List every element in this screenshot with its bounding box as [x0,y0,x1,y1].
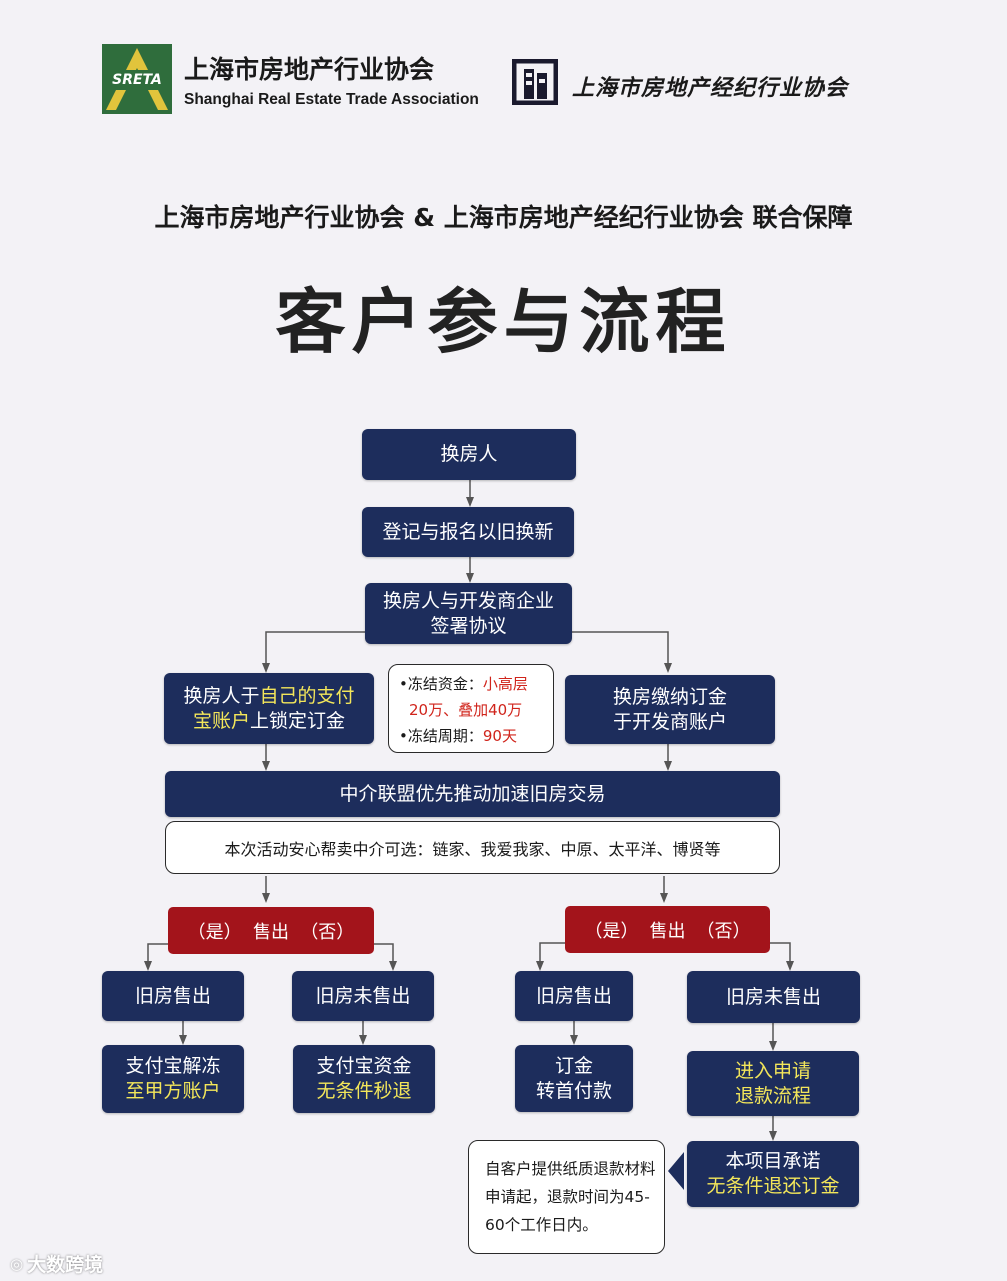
sreta-logo: SRETA [102,44,172,114]
node-sign-agreement-line1: 换房人与开发商企业 [382,589,554,612]
lock-deposit-text-d: 上锁定订金 [250,709,346,732]
node-alipay-refund-line2: 无条件秒退 [316,1080,412,1102]
refund-note-box: 自客户提供纸质退款材料申请起，退款时间为45-60个工作日内。 [468,1140,665,1254]
node-project-promise: 本项目承诺 无条件退还订金 [687,1141,859,1207]
node-apply-refund: 进入申请 退款流程 [687,1051,859,1116]
node-home-changer: 换房人 [362,429,576,480]
node-register: 登记与报名以旧换新 [362,507,574,557]
watermark-text: 大数跨境 [27,1254,104,1276]
org1-name-en: Shanghai Real Estate Trade Association [184,91,479,108]
node-alipay-unfreeze-line2: 至甲方账户 [125,1080,221,1102]
agent-options-text: 本次活动安心帮卖中介可选：链家、我爱我家、中原、太平洋、博贤等 [224,839,721,859]
node-deposit-line1: 订金 [554,1054,593,1077]
node-left-sold: 旧房售出 [102,971,244,1021]
lock-deposit-text-a: 换房人于 [183,684,260,707]
org2-name-cn: 上海市房地产经纪行业协会 [572,75,849,101]
node-pay-developer-line1: 换房缴纳订金 [612,685,727,708]
node-agent-alliance: 中介联盟优先推动加速旧房交易 [165,771,780,817]
node-pay-developer: 换房缴纳订金 于开发商账户 [565,675,775,744]
node-apply-refund-line1: 进入申请 [734,1059,811,1082]
node-left-unsold-label: 旧房未售出 [315,984,411,1007]
lock-deposit-text-b: 自己的支付 [259,684,355,707]
node-project-promise-line2: 无条件退还订金 [706,1175,840,1197]
freeze-amount-value-b: 20万、叠加40万 [409,701,523,719]
lock-deposit-text-c: 宝账户 [192,709,250,732]
freeze-amount-value-a: 小高层 [482,675,528,693]
node-agent-alliance-label: 中介联盟优先推动加速旧房交易 [339,782,606,805]
node-apply-refund-line2: 退款流程 [734,1084,811,1107]
watermark-logo-icon: ◎ [10,1254,24,1273]
right-sold-decision: （是） 售出 （否） [565,906,770,953]
sreta-logo-mark-icon [102,44,172,114]
freeze-info-box: •冻结资金：小高层 20万、叠加40万 •冻结周期：90天 [388,664,554,753]
left-decision-yes: （是） [187,921,242,943]
freeze-amount-label: •冻结资金： [399,675,483,693]
agent-options-box: 本次活动安心帮卖中介可选：链家、我爱我家、中原、太平洋、博贤等 [165,821,780,874]
right-decision-yes: （是） [584,920,639,942]
right-decision-no: （否） [696,920,751,942]
freeze-period-value: 90天 [482,727,517,745]
node-left-unsold: 旧房未售出 [292,971,434,1021]
watermark: ◎ 大数跨境 [10,1250,103,1277]
brokerage-association-logo-icon [512,59,558,105]
node-pay-developer-line2: 于开发商账户 [612,710,727,733]
node-alipay-refund: 支付宝资金 无条件秒退 [293,1045,435,1113]
node-right-unsold: 旧房未售出 [687,971,860,1023]
sreta-logo-text: SRETA [112,72,162,88]
node-alipay-unfreeze-line1: 支付宝解冻 [125,1055,221,1077]
node-deposit-to-downpayment: 订金 转首付款 [515,1045,633,1112]
node-project-promise-line1: 本项目承诺 [725,1150,821,1172]
node-right-sold: 旧房售出 [515,971,633,1021]
joint-guarantee-subtitle: 上海市房地产行业协会 & 上海市房地产经纪行业协会 联合保障 [154,203,853,232]
node-lock-deposit-alipay: 换房人于自己的支付 宝账户上锁定订金 [164,673,374,744]
left-decision-no: （否） [300,921,355,943]
node-register-label: 登记与报名以旧换新 [382,520,554,543]
node-alipay-unfreeze: 支付宝解冻 至甲方账户 [102,1045,244,1113]
left-sold-decision: （是） 售出 （否） [168,907,374,954]
right-decision-label: 售出 [649,920,686,942]
page-title: 客户参与流程 [275,281,732,363]
org1-name-cn: 上海市房地产行业协会 [184,55,435,84]
node-sign-agreement-line2: 签署协议 [430,614,507,637]
refund-note-text: 自客户提供纸质退款材料申请起，退款时间为45-60个工作日内。 [485,1160,656,1234]
node-home-changer-label: 换房人 [440,443,498,465]
node-right-unsold-label: 旧房未售出 [725,985,821,1008]
node-deposit-line2: 转首付款 [535,1079,612,1102]
freeze-period-label: •冻结周期： [399,727,483,745]
node-sign-agreement: 换房人与开发商企业 签署协议 [365,583,572,644]
node-left-sold-label: 旧房售出 [134,984,211,1007]
left-decision-label: 售出 [252,921,289,943]
node-alipay-refund-line1: 支付宝资金 [316,1055,412,1077]
node-right-sold-label: 旧房售出 [535,984,612,1007]
